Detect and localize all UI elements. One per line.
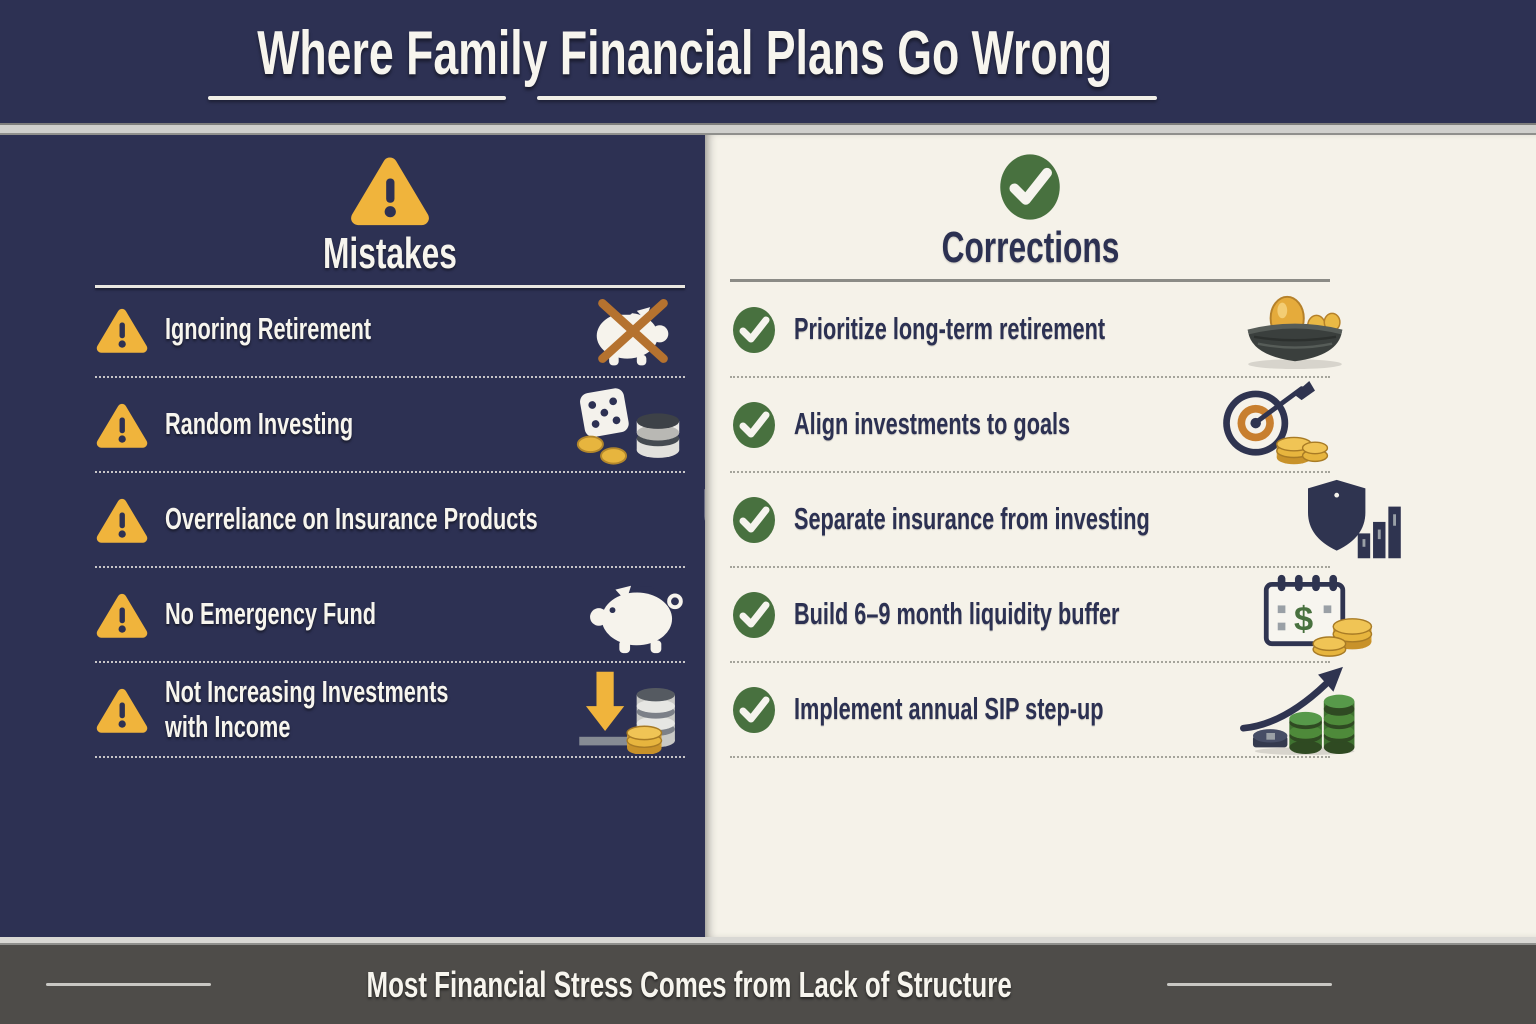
check-circle-icon (733, 306, 775, 353)
title-underline-right (537, 96, 1157, 100)
correction-label: Build 6–9 month liquidity buffer (794, 596, 1120, 632)
page-title-text: Where Family Financial Plans Go Wrong (257, 19, 1113, 88)
header-divider-strip (0, 123, 1536, 135)
piggy-bank-icon (581, 574, 685, 656)
corrections-header-rule (730, 279, 1330, 282)
calendar-coins-icon: $ (1259, 571, 1373, 659)
correction-label: Prioritize long-term retirement (794, 311, 1106, 347)
warning-triangle-icon (96, 593, 148, 638)
footer-divider-strip (0, 937, 1536, 945)
mistake-label: Overreliance on Insurance Products (165, 501, 538, 537)
shield-bar-chart-icon (1302, 476, 1402, 564)
two-column-layout: Mistakes Ignoring Retirement (0, 135, 1536, 937)
mistakes-title: Mistakes (323, 229, 457, 278)
corrections-column: Corrections Prioritize long-term retirem… (705, 135, 1536, 937)
footer-rule-right (1167, 983, 1333, 986)
header-band: Where Family Financial Plans Go Wrong (0, 0, 1536, 123)
mistake-label: Ignoring Retirement (165, 311, 372, 347)
nest-egg-icon (1238, 289, 1352, 371)
mistake-label: Not Increasing Investments with Income (165, 673, 449, 744)
correction-label: Implement annual SIP step-up (794, 691, 1104, 727)
check-circle-icon (733, 591, 775, 638)
warning-triangle-icon (96, 308, 148, 353)
correction-row-prioritize-retirement: Prioritize long-term retirement (730, 283, 1343, 378)
corrections-title: Corrections (941, 223, 1119, 272)
mistake-label: Random Investing (165, 406, 354, 442)
correction-row-sip-step-up: Implement annual SIP step-up (730, 663, 1355, 758)
correction-row-liquidity-buffer: Build 6–9 month liquidity buffer $ (730, 568, 1373, 663)
mistake-row-insurance-overreliance: Overreliance on Insurance Products $ (95, 473, 798, 568)
growth-arrow-coins-icon (1236, 665, 1358, 755)
mistakes-header: Mistakes (95, 153, 685, 288)
check-circle-icon (1000, 154, 1060, 220)
warning-triangle-icon (96, 688, 148, 733)
correction-row-separate-insurance: Separate insurance from investing (730, 473, 1402, 568)
mistakes-header-rule (95, 285, 685, 288)
check-circle-icon (733, 401, 775, 448)
check-circle-icon (733, 686, 775, 733)
warning-triangle-icon (96, 403, 148, 448)
target-arrow-coins-icon (1212, 380, 1330, 469)
page-title: Where Family Financial Plans Go Wrong (0, 18, 1370, 89)
mistake-row-no-emergency-fund: No Emergency Fund (95, 568, 685, 663)
corrections-header: Corrections (730, 153, 1330, 283)
footer-text: Most Financial Stress Comes from Lack of… (366, 963, 1012, 1005)
mistake-row-ignoring-retirement: Ignoring Retirement (95, 283, 685, 378)
footer-rule-left (45, 983, 211, 986)
title-underline-left (208, 96, 506, 100)
down-arrow-coins-icon (573, 666, 685, 754)
correction-label: Align investments to goals (794, 406, 1071, 442)
mistake-row-random-investing: Random Investing (95, 378, 685, 473)
mistake-label: No Emergency Fund (165, 596, 377, 632)
footer-band: Most Financial Stress Comes from Lack of… (0, 945, 1536, 1024)
mistake-row-not-increasing-investments: Not Increasing Investments with Income (95, 663, 685, 758)
warning-triangle-icon (351, 157, 429, 226)
svg-text:$: $ (1294, 600, 1313, 638)
correction-row-align-investments: Align investments to goals (730, 378, 1330, 473)
mistakes-column: Mistakes Ignoring Retirement (0, 135, 798, 937)
crossed-piggy-bank-icon (581, 288, 685, 372)
dice-and-coins-icon (573, 382, 685, 468)
check-circle-icon (733, 496, 775, 543)
warning-triangle-icon (96, 498, 148, 543)
correction-label: Separate insurance from investing (794, 501, 1150, 537)
